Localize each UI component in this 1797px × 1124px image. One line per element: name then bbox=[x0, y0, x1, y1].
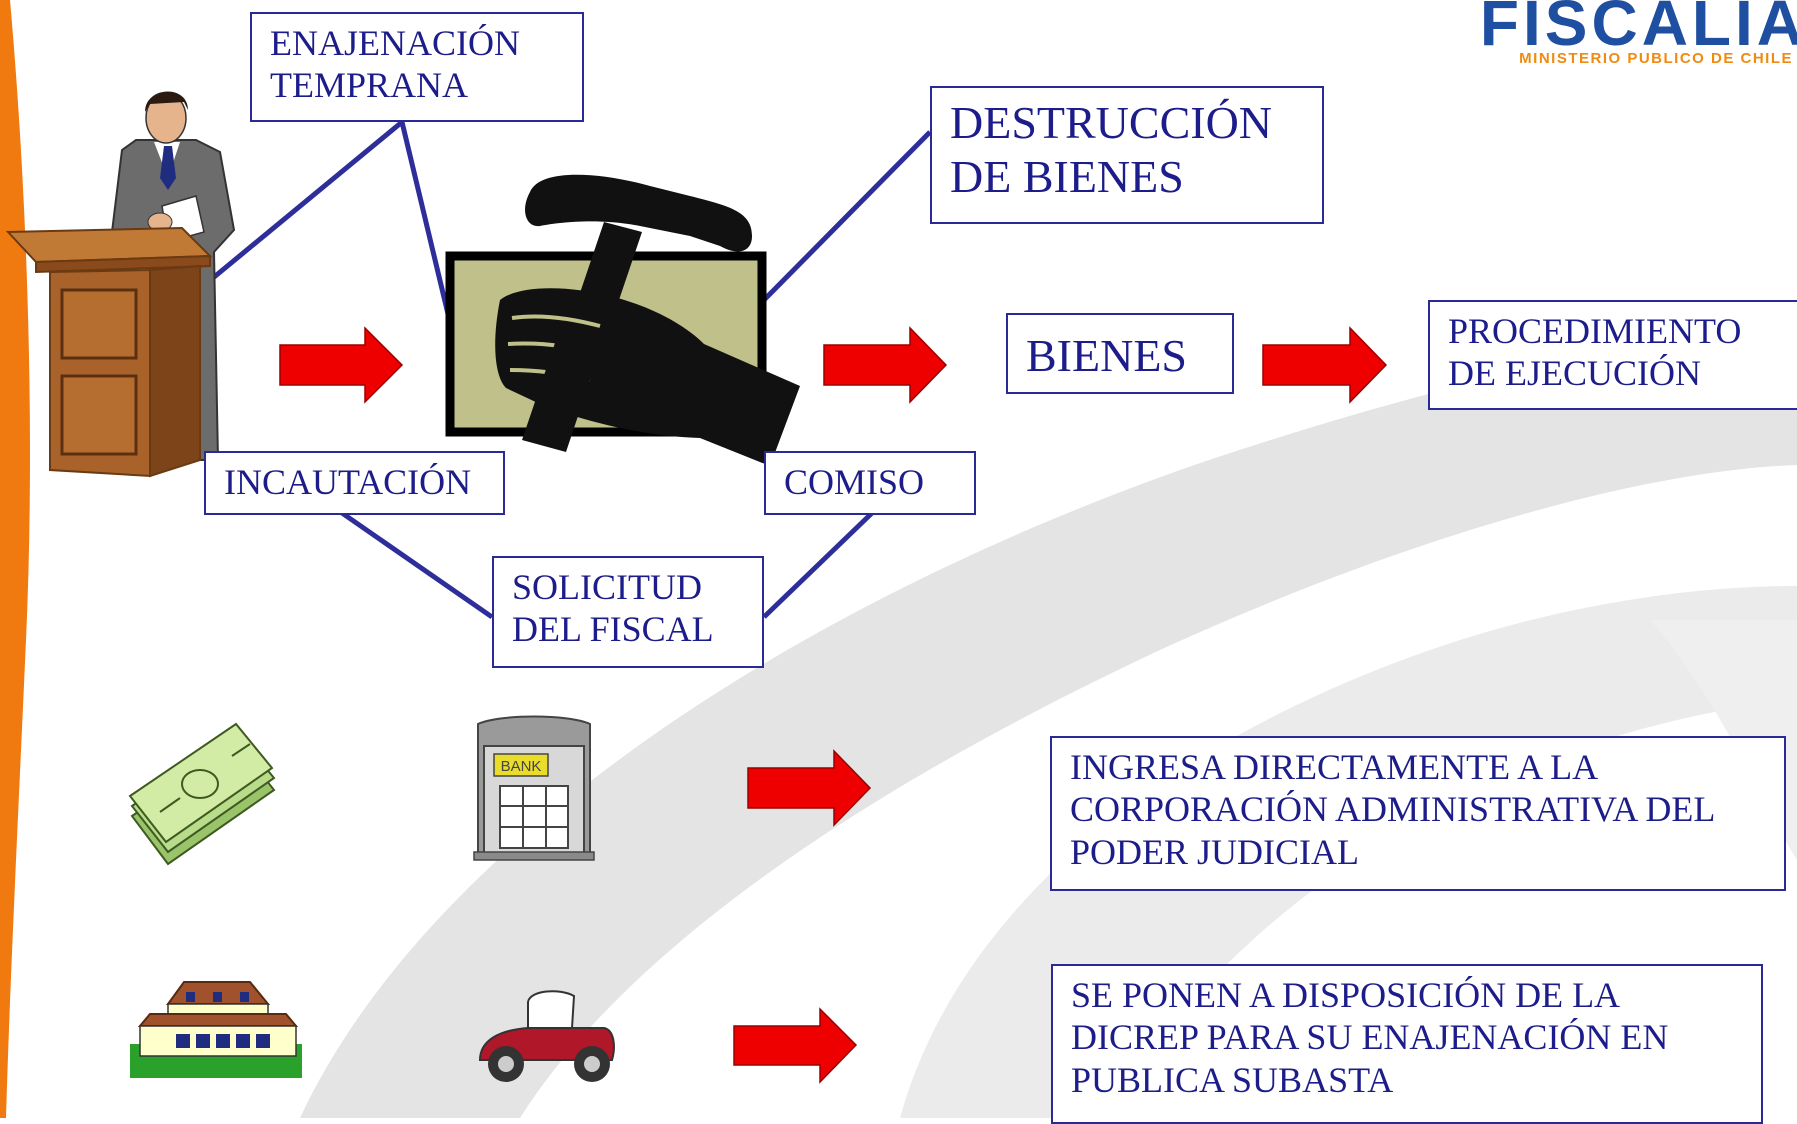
house-icon bbox=[130, 981, 302, 1078]
fiscalia-logo: FISCALIA MINISTERIO PUBLICO DE CHILE bbox=[1417, 0, 1797, 80]
car-icon bbox=[478, 990, 615, 1082]
label-procedimiento-de-ejecucion: PROCEDIMIENTO DE EJECUCIÓN bbox=[1428, 300, 1797, 410]
label-enajenacion-temprana: ENAJENACIÓN TEMPRANA bbox=[250, 12, 584, 122]
label-ingresa-corporacion: INGRESA DIRECTAMENTE A LA CORPORACIÓN AD… bbox=[1050, 736, 1786, 891]
connector-enajenacion-speaker bbox=[200, 120, 404, 289]
bank-icon: BANK bbox=[473, 715, 595, 861]
connector-destruccion-gavel bbox=[762, 130, 932, 302]
connector-comiso-solicitud bbox=[762, 511, 874, 619]
left-orange-band bbox=[0, 0, 31, 1118]
connector-incautacion-solicitud bbox=[340, 510, 494, 620]
logo-subtitle: MINISTERIO PUBLICO DE CHILE bbox=[1519, 50, 1793, 67]
arrow-assets-to-disposicion bbox=[733, 1007, 858, 1084]
label-destruccion-de-bienes: DESTRUCCIÓN DE BIENES bbox=[930, 86, 1324, 224]
label-comiso: COMISO bbox=[764, 451, 976, 515]
connector-lines bbox=[200, 120, 932, 620]
logo-title: FISCALIA bbox=[1479, 0, 1797, 59]
red-arrows bbox=[279, 326, 1388, 1084]
arrow-speaker-to-gavel bbox=[279, 326, 404, 404]
bank-sign: BANK bbox=[501, 758, 542, 775]
arrow-bienes-to-procedimiento bbox=[1262, 326, 1388, 404]
label-solicitud-del-fiscal: SOLICITUD DEL FISCAL bbox=[492, 556, 764, 668]
connector-enajenacion-gavel bbox=[399, 121, 451, 315]
money-icon bbox=[128, 722, 276, 866]
gavel-icon bbox=[445, 174, 800, 466]
label-disposicion-dicrep: SE PONEN A DISPOSICIÓN DE LA DICREP PARA… bbox=[1051, 964, 1763, 1124]
label-bienes: BIENES bbox=[1006, 313, 1234, 394]
speaker-icon bbox=[5, 91, 236, 478]
arrow-money-to-ingresa bbox=[747, 749, 872, 827]
arrow-gavel-to-bienes bbox=[823, 326, 948, 404]
label-incautacion: INCAUTACIÓN bbox=[204, 451, 505, 515]
